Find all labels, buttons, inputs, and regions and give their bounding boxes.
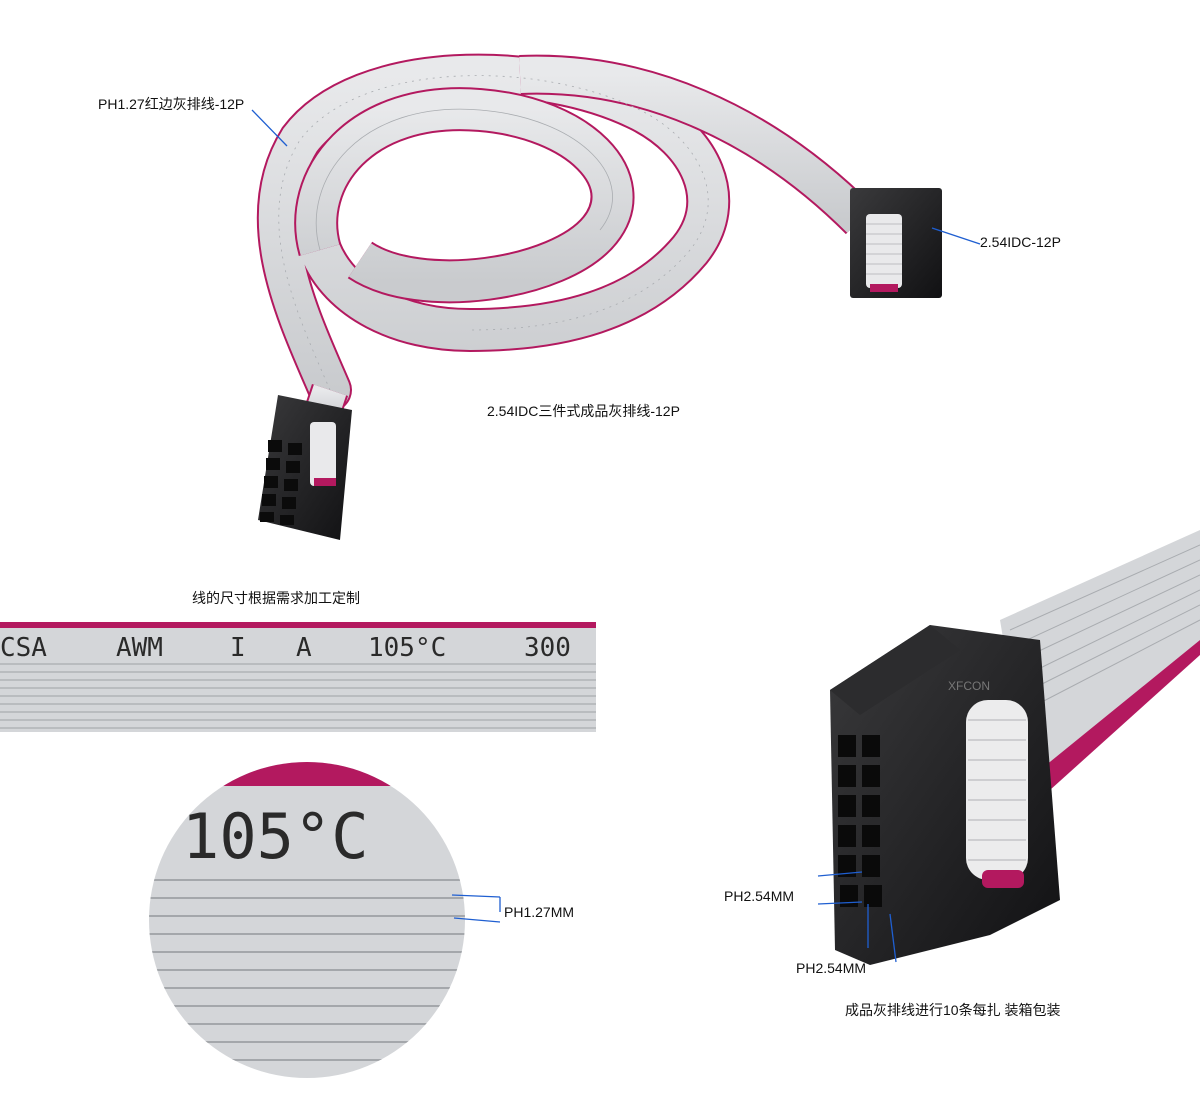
print-one: I xyxy=(230,633,246,663)
leader-lines-connector xyxy=(817,871,897,963)
big-connector: XFCON xyxy=(830,530,1200,965)
print-awm: AWM xyxy=(116,633,163,663)
leader-lines-zoom xyxy=(451,894,501,923)
leader-lines-top xyxy=(251,109,981,245)
idc-connector-right xyxy=(850,188,942,298)
coiled-cable xyxy=(256,53,875,412)
print-volt: 300 xyxy=(524,633,571,663)
label-pitch-cable: PH1.27MM xyxy=(504,904,575,920)
print-a: A xyxy=(296,633,312,663)
watermark: XFCON xyxy=(948,679,990,693)
label-pitch-col: PH2.54MM xyxy=(796,960,867,976)
label-product-name: 2.54IDC三件式成品灰排线-12P xyxy=(487,403,680,419)
label-cable-type: PH1.27红边灰排线-12P xyxy=(98,96,245,112)
flat-cable-strip: CSA AWM I A 105°C 300 xyxy=(0,622,596,732)
print-temp: 105°C xyxy=(368,633,446,663)
idc-connector-left xyxy=(258,383,352,540)
zoom-print-temp: 105°C xyxy=(182,800,369,873)
print-csa: CSA xyxy=(0,633,47,663)
label-pitch-row: PH2.54MM xyxy=(724,888,795,904)
zoom-circle: 105°C xyxy=(149,762,465,1078)
label-connector: 2.54IDC-12P xyxy=(980,234,1061,250)
label-packaging: 成品灰排线进行10条每扎 装箱包装 xyxy=(845,1002,1061,1018)
label-custom-length: 线的尺寸根据需求加工定制 xyxy=(192,590,360,606)
